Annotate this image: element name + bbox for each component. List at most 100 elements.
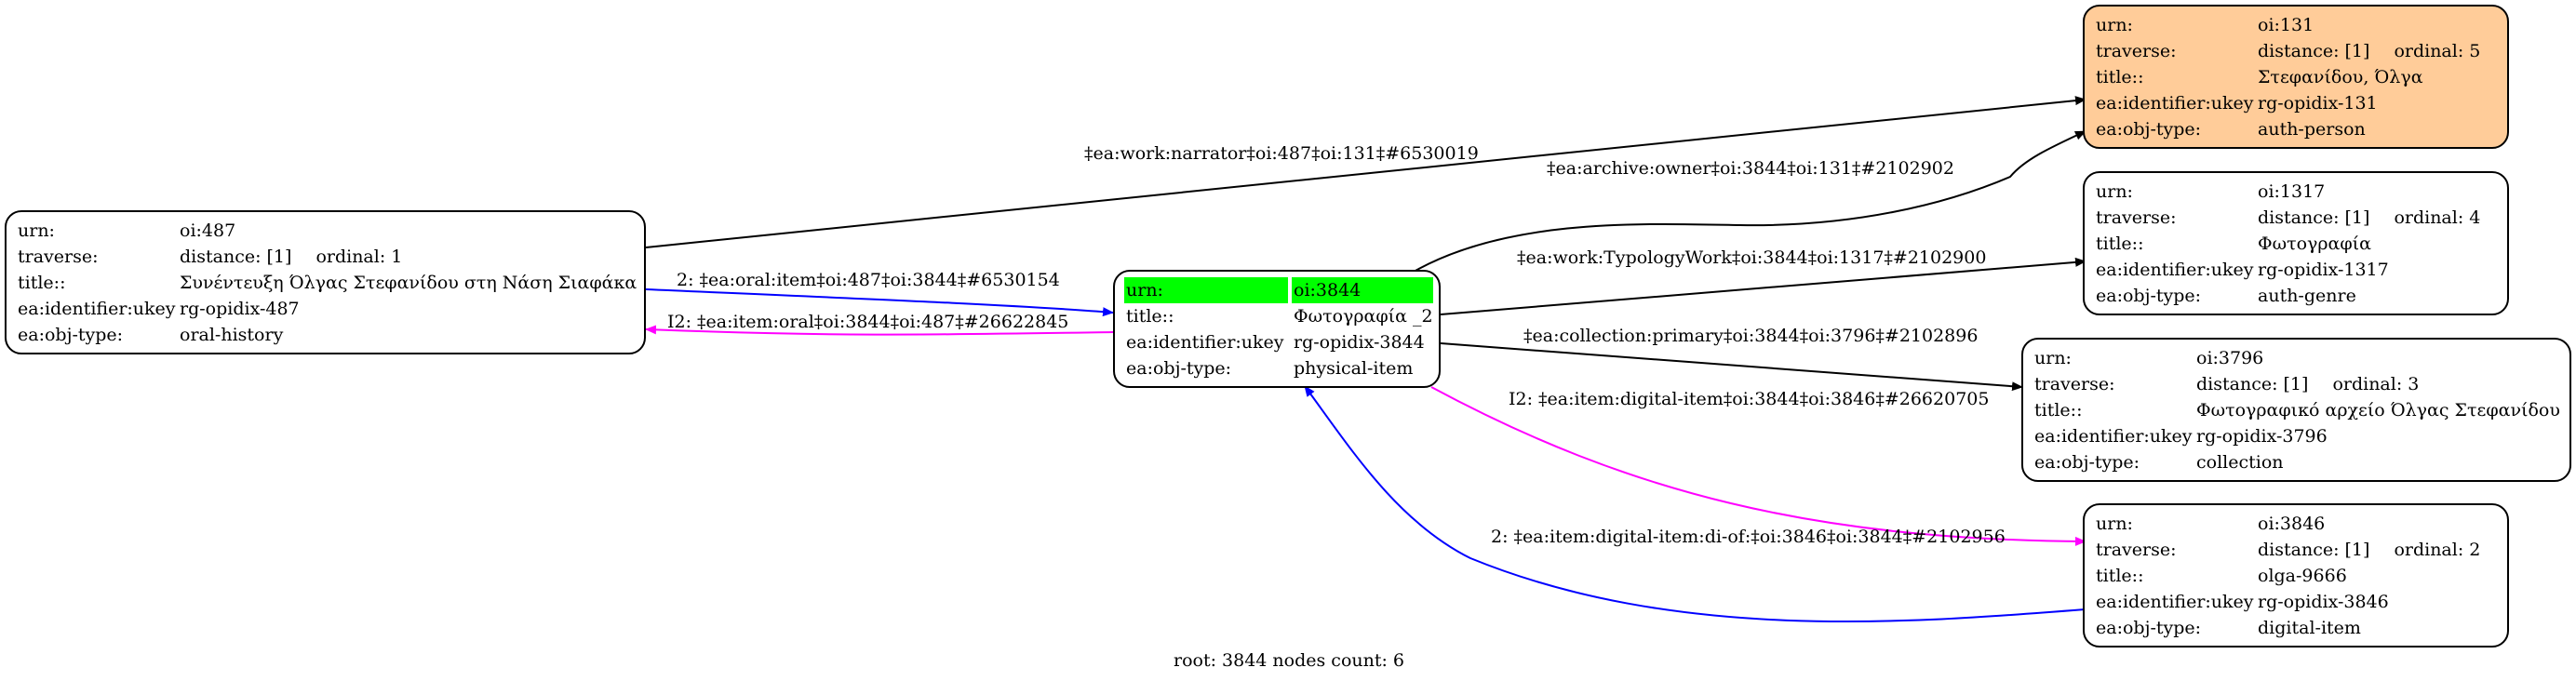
ordinal-value: ordinal: 3 [2332,374,2420,394]
node-row-urn: urn: oi:1317 [2096,179,2496,205]
field-key: urn: [2096,181,2133,202]
field-key: ea:obj-type: [18,325,124,345]
field-key: ea:obj-type: [2096,286,2202,306]
distance-value: distance: [1] [2258,41,2370,61]
field-value: Φωτογραφία [2258,234,2371,254]
field-value: oi:131 [2258,15,2314,35]
edge-label-oral-item: 2: ‡ea:oral:item‡oi:487‡oi:3844‡#6530154 [677,270,1060,290]
field-key: ea:identifier:ukey [2096,260,2254,280]
node-row-title: title::Συνέντευξη Όλγας Στεφανίδου στη Ν… [18,270,637,296]
ordinal-value: ordinal: 4 [2394,207,2481,228]
field-value: distance: [1] ordinal: 2 [2258,537,2480,563]
field-key: urn: [2096,15,2133,35]
field-key: ea:identifier:ukey [2034,426,2193,447]
field-value: auth-person [2258,119,2366,140]
field-value: distance: [1]ordinal: 1 [180,244,402,270]
field-value: Φωτογραφία _2 [1294,306,1433,327]
field-key: traverse: [2096,540,2177,560]
edge-collection-primary [1440,342,2023,392]
field-key: title:: [2096,566,2144,586]
edge-label-narrator: ‡ea:work:narrator‡oi:487‡oi:131‡#6530019 [1084,143,1479,164]
edge-item-oral [645,325,1114,336]
field-key: urn: [18,220,55,241]
field-key: title:: [18,273,66,293]
field-key: title:: [1126,306,1174,327]
edge-typology [1440,257,2086,315]
distance-value: distance: [1] [2258,207,2370,228]
field-value: digital-item [2258,618,2361,638]
graph-footer: root: 3844 nodes count: 6 [1174,650,1405,671]
node-row-urn: urn:oi:3796 [2034,345,2558,371]
node-oi-1317[interactable]: urn:oi:1317 traverse:distance: [1]ordina… [2083,171,2509,315]
node-row-obj-type: ea:obj-type: auth-person [2096,116,2496,142]
node-oi-131[interactable]: urn:oi:131 traverse:distance: [1]ordinal… [2083,5,2509,149]
field-value: oi:487 [180,220,236,241]
field-value: oi:3844 [1292,277,1433,303]
node-row-obj-type: ea:obj-type: oral-history [18,322,633,348]
ordinal-value: ordinal: 2 [2394,540,2481,560]
node-row-obj-type: ea:obj-type: digital-item [2096,615,2496,641]
field-value: rg-opidix-3844 [1294,332,1425,353]
field-value: rg-opidix-487 [180,299,300,319]
field-value: distance: [1] ordinal: 4 [2258,205,2480,231]
edge-oral-item [645,288,1114,317]
node-oi-3844-root[interactable]: urn:oi:3844 title::Φωτογραφία _2 ea:iden… [1113,270,1441,388]
field-key: ea:obj-type: [2096,618,2202,638]
node-oi-3846[interactable]: urn:oi:3846 traverse: distance: [1] ordina… [2083,503,2509,648]
field-value: rg-opidix-1317 [2258,260,2389,280]
node-row-traverse: traverse: distance: [1] ordinal: 2 [2096,537,2496,563]
edge-di-of [1304,385,2086,623]
node-row-title: title::olga-9666 [2096,563,2496,589]
edge-label-digital-item: I2: ‡ea:item:digital-item‡oi:3844‡oi:384… [1509,389,1990,409]
node-row-title: title::Στεφανίδου, Όλγα [2096,64,2496,90]
node-row-urn: urn: oi:487 [18,218,633,244]
field-value: physical-item [1294,358,1414,379]
field-key: urn: [2096,514,2133,534]
distance-value: distance: [1] [2196,374,2309,394]
field-value: olga-9666 [2258,566,2347,586]
field-key: ea:obj-type: [2034,452,2140,473]
field-key: ea:identifier:ukey [1126,332,1284,353]
node-row-obj-type: ea:obj-type:physical-item [1124,355,1429,381]
edge-label-archive-owner: ‡ea:archive:owner‡oi:3844‡oi:131‡#210290… [1547,158,1954,179]
edge-label-item-oral: I2: ‡ea:item:oral‡oi:3844‡oi:487‡#266228… [667,312,1069,332]
node-row-traverse: traverse:distance: [1]ordinal: 1 [18,244,633,270]
field-key: urn: [1124,277,1288,303]
field-value: auth-genre [2258,286,2356,306]
edge-archive-owner [1413,130,2086,273]
node-row-ukey: ea:identifier:ukey rg-opidix-3844 [1124,329,1429,355]
field-key: title:: [2096,234,2144,254]
field-value: Στεφανίδου, Όλγα [2258,67,2423,87]
edge-narrator [645,96,2086,248]
node-row-title: title::Φωτογραφικό αρχείο Όλγας Στεφανίδ… [2034,397,2560,423]
node-row-urn: urn:oi:3846 [2096,511,2496,537]
ordinal-value: ordinal: 5 [2394,41,2481,61]
edge-digital-item [1430,386,2086,546]
field-key: title:: [2034,400,2083,421]
node-oi-487[interactable]: urn: oi:487 traverse:distance: [1]ordinal… [5,210,646,354]
node-row-obj-type: ea:obj-type: collection [2034,449,2558,475]
field-key: ea:identifier:ukey [2096,93,2254,114]
node-row-urn: urn:oi:3844 [1124,277,1433,303]
field-key: urn: [2034,348,2072,368]
field-value: rg-opidix-131 [2258,93,2378,114]
field-value: rg-opidix-3796 [2196,426,2328,447]
field-value: oral-history [180,325,284,345]
distance-value: distance: [1] [2258,540,2370,560]
edge-label-collection-primary: ‡ea:collection:primary‡oi:3844‡oi:3796‡#… [1523,326,1979,346]
field-key: ea:obj-type: [2096,119,2202,140]
field-value: Συνέντευξη Όλγας Στεφανίδου στη Νάση Σια… [180,273,637,293]
field-value: oi:1317 [2258,181,2326,202]
field-key: ea:identifier:ukey [2096,592,2254,612]
node-oi-3796[interactable]: urn:oi:3796 traverse:distance: [1]ordina… [2021,338,2571,482]
node-row-urn: urn: oi:131 [2096,12,2496,38]
field-value: collection [2196,452,2284,473]
edge-label-typology: ‡ea:work:TypologyWork‡oi:3844‡oi:1317‡#2… [1517,247,1987,268]
node-row-title: title::Φωτογραφία _2 [1124,303,1433,329]
